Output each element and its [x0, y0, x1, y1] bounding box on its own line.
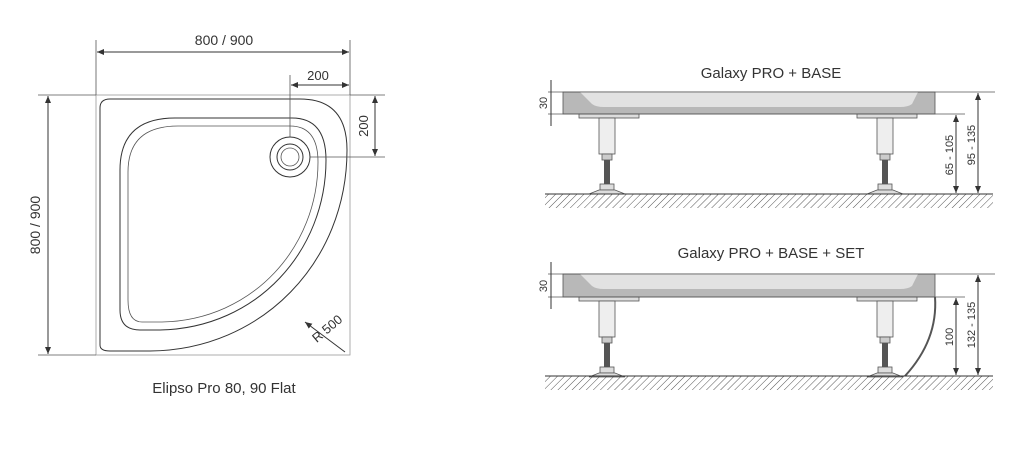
floor	[545, 376, 993, 390]
side-view-base-title: Galaxy PRO + BASE	[701, 65, 841, 82]
leg-height-label: 65 - 105	[944, 135, 956, 175]
basin-outline	[119, 117, 327, 331]
tray-outline	[99, 98, 348, 352]
width-label: 800 / 900	[195, 32, 254, 48]
leg-height-label: 100	[944, 328, 956, 346]
plan-caption: Elipso Pro 80, 90 Flat	[152, 380, 296, 397]
side-panel	[904, 296, 937, 377]
tray-height-label: 30	[538, 97, 550, 109]
side-view-set: Galaxy PRO + BASE + SET 30 100 132 - 135	[538, 245, 995, 390]
tray-height-label: 30	[538, 280, 550, 292]
radius-label: R 500	[309, 312, 345, 346]
drain-x-label: 200	[307, 68, 329, 83]
side-view-set-title: Galaxy PRO + BASE + SET	[678, 245, 865, 262]
total-height-label: 95 - 135	[966, 125, 978, 165]
side-view-base: Galaxy PRO + BASE 30 65 - 105 95 - 135	[538, 65, 995, 208]
depth-label: 800 / 900	[27, 196, 43, 255]
drain-y-label: 200	[356, 115, 371, 137]
total-height-label: 132 - 135	[966, 302, 978, 348]
drain-icon	[269, 136, 311, 178]
bounding-square	[95, 94, 351, 356]
plan-view: 800 / 900 800 / 900 200 200 R 500 Elipso…	[27, 32, 385, 397]
floor	[545, 194, 993, 208]
